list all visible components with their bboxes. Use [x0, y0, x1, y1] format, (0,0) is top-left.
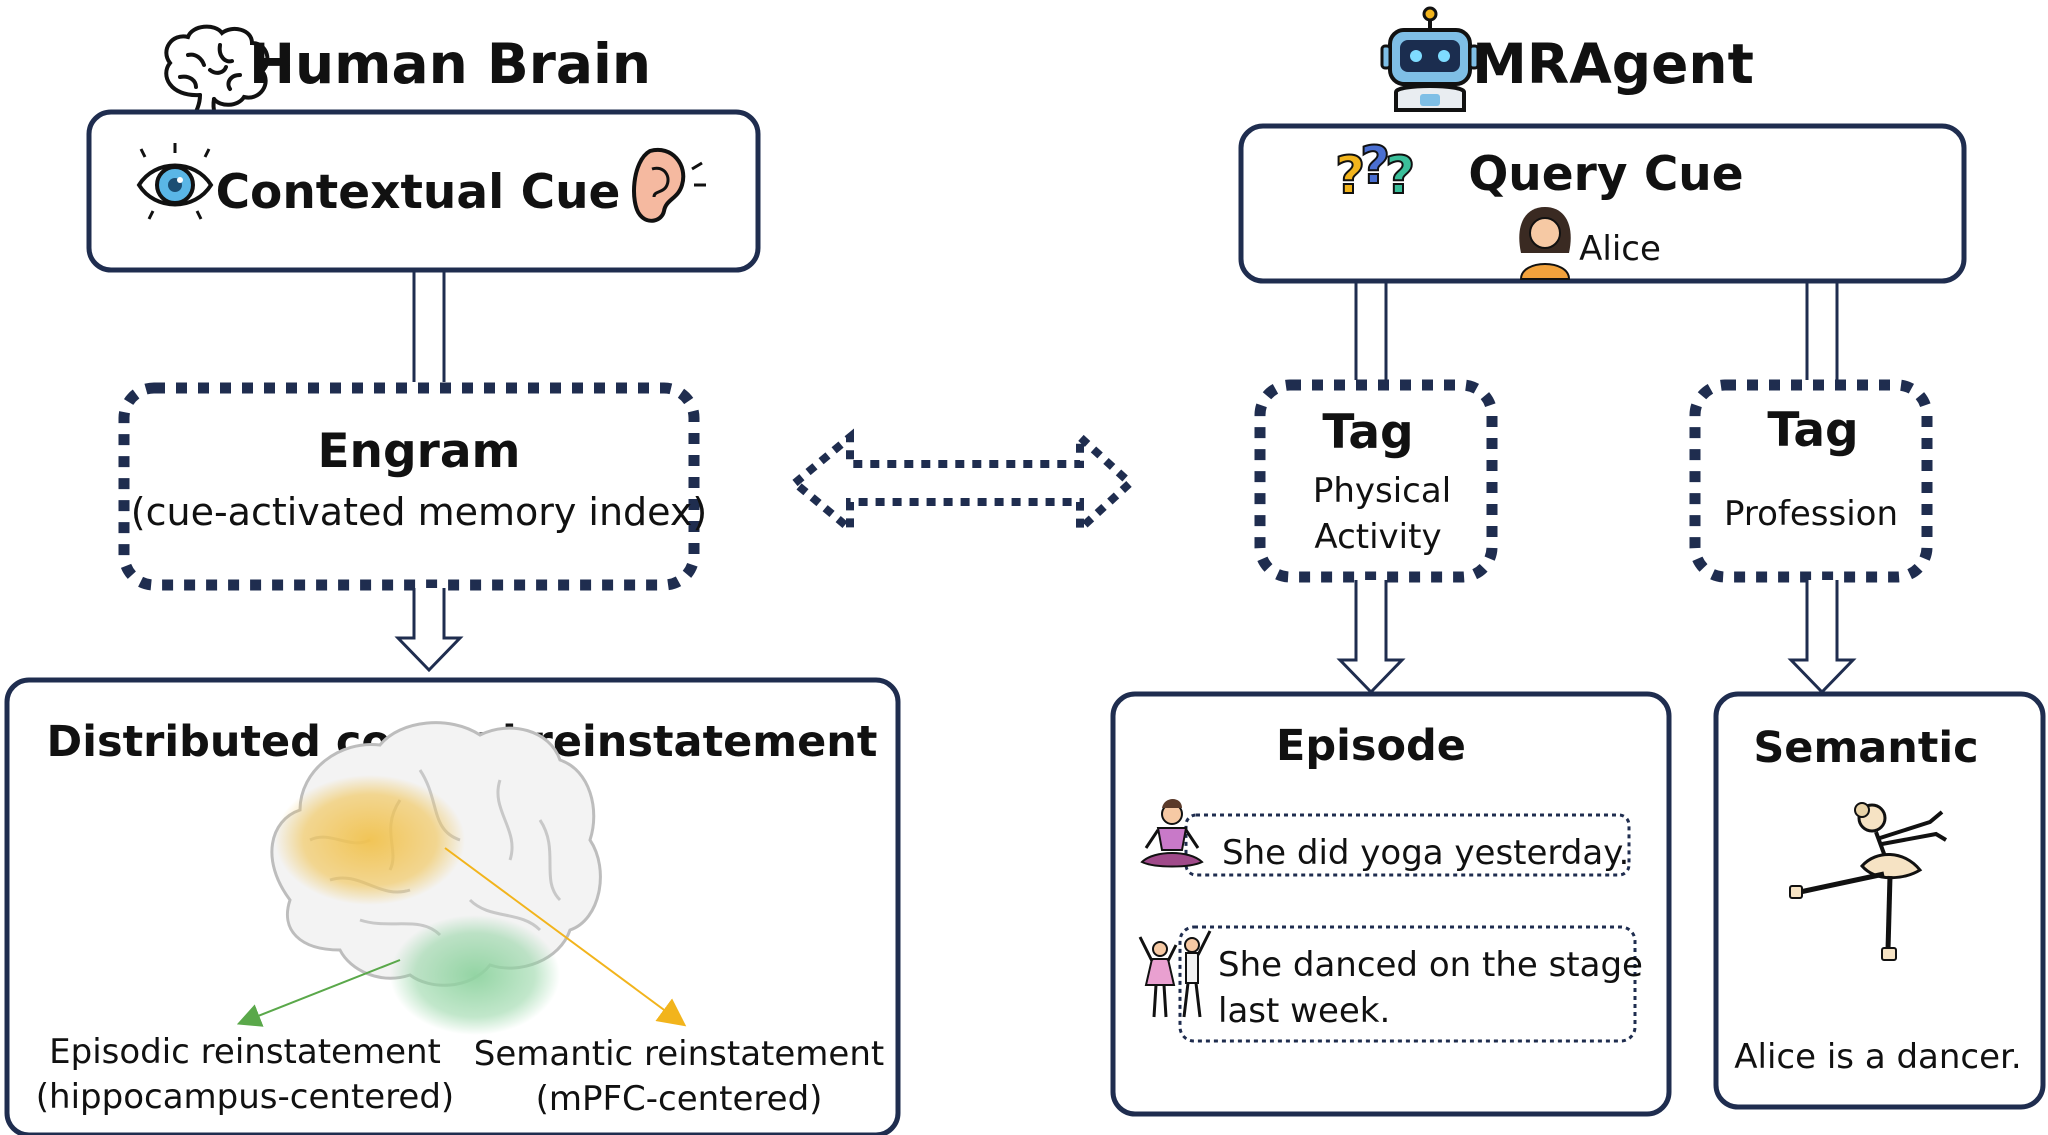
episode-title: Episode — [1276, 721, 1466, 771]
contextual-cue-box — [86, 109, 761, 273]
tag1-line1: Physical — [1313, 471, 1451, 511]
yoga-icon — [1140, 799, 1204, 868]
left-heading: Human Brain — [249, 32, 651, 96]
tag-box-profession — [1689, 379, 1933, 583]
tag2-title: Tag — [1767, 403, 1858, 458]
episode-item-2-line1: She danced on the stage — [1218, 945, 1643, 985]
tag-box-physical-activity — [1254, 379, 1498, 583]
query-name: Alice — [1579, 229, 1661, 269]
dancers-icon — [1138, 930, 1212, 1018]
arrow-engram-to-cortical — [394, 588, 464, 673]
query-cue-label: Query Cue — [1468, 147, 1743, 202]
ballerina-icon — [1789, 802, 1948, 961]
semantic-label-line1: Semantic reinstatement — [474, 1034, 884, 1074]
query-cue-box — [1238, 123, 1967, 284]
episode-item-2-line2: last week. — [1218, 991, 1390, 1031]
svg-text:?: ? — [1335, 146, 1365, 206]
right-heading: MRAgent — [1472, 32, 1754, 96]
semantic-title: Semantic — [1753, 723, 1978, 773]
engram-subtitle: (cue-activated memory index) — [131, 490, 707, 534]
tag1-line2: Activity — [1314, 517, 1441, 557]
episode-item-2 — [1178, 925, 1637, 1043]
eye-icon — [136, 143, 214, 220]
episode-item-1 — [1184, 813, 1631, 877]
engram-box — [118, 382, 700, 591]
episodic-label-line2: (hippocampus-centered) — [36, 1077, 454, 1117]
robot-icon — [1380, 6, 1480, 112]
arrow-tag1-to-episode — [1336, 580, 1406, 695]
brain-icon — [164, 24, 270, 127]
contextual-cue-label: Contextual Cue — [216, 165, 621, 220]
bidirectional-arrow — [788, 427, 1136, 539]
episodic-label-line1: Episodic reinstatement — [49, 1032, 441, 1072]
svg-text:?: ? — [1385, 146, 1415, 206]
tag2-line1: Profession — [1724, 494, 1898, 534]
episode-item-1-text: She did yoga yesterday. — [1222, 833, 1629, 873]
semantic-label-line2: (mPFC-centered) — [536, 1079, 823, 1119]
brain-illustration — [236, 721, 687, 1035]
engram-title: Engram — [317, 424, 520, 479]
semantic-box — [1713, 691, 2046, 1110]
woman-avatar-icon — [1519, 207, 1571, 280]
svg-text:?: ? — [1360, 136, 1390, 196]
tag1-title: Tag — [1322, 405, 1413, 460]
semantic-caption: Alice is a dancer. — [1734, 1037, 2021, 1077]
ear-icon — [632, 147, 706, 223]
question-marks-icon: ? ? ? — [1334, 135, 1416, 207]
arrow-tag2-to-semantic — [1787, 580, 1857, 695]
